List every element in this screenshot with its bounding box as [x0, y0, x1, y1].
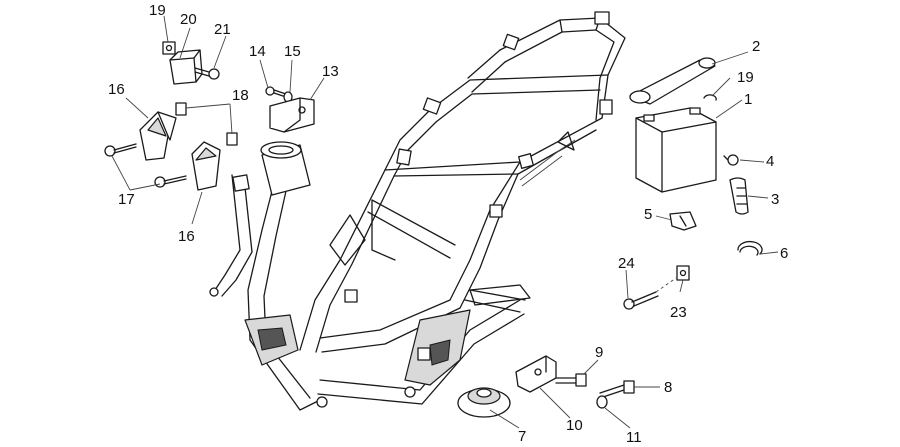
screw-24	[623, 277, 677, 310]
callout-18: 18	[232, 87, 249, 104]
holder-20	[169, 49, 203, 85]
bolt-14	[265, 86, 287, 98]
callout-2: 2	[752, 38, 760, 55]
vent-hose	[729, 177, 749, 215]
clamp-ring	[737, 240, 763, 256]
callout-21: 21	[214, 21, 231, 38]
callout-9: 9	[595, 344, 603, 361]
callout-17: 17	[118, 191, 135, 208]
callout-20: 20	[180, 11, 197, 28]
callout-14: 14	[249, 43, 266, 60]
screw-21	[194, 67, 220, 80]
callout-6: 6	[780, 245, 788, 262]
callout-10: 10	[566, 417, 583, 434]
small-clamp	[723, 154, 739, 166]
leader-lines	[111, 15, 779, 429]
box-16-upper	[139, 111, 177, 161]
hose-clip	[669, 211, 697, 231]
bolt-8	[599, 380, 635, 399]
callout-8: 8	[664, 379, 672, 396]
callout-24: 24	[618, 255, 635, 272]
battery	[635, 107, 717, 193]
battery-strap	[629, 57, 716, 105]
callout-5: 5	[644, 206, 652, 223]
callout-4: 4	[766, 153, 774, 170]
horn-bracket	[515, 355, 557, 393]
callout-15: 15	[284, 43, 301, 60]
callout-23: 23	[670, 304, 687, 321]
box-16-lower	[191, 141, 221, 191]
mount-bracket	[676, 265, 690, 281]
callout-1: 1	[744, 91, 752, 108]
callout-19-left: 19	[149, 2, 166, 19]
bracket-13	[269, 97, 315, 133]
scooter-frame	[209, 11, 626, 411]
clip-19	[162, 41, 176, 55]
callout-19-right: 19	[737, 69, 754, 86]
callout-11: 11	[626, 429, 642, 446]
washer-11	[596, 395, 608, 409]
bolt-9	[555, 373, 587, 387]
callout-16-lower: 16	[178, 228, 195, 245]
callout-7: 7	[518, 428, 526, 445]
clip-ring-right	[703, 94, 717, 101]
callout-3: 3	[771, 191, 779, 208]
horn	[457, 387, 511, 418]
callout-13: 13	[322, 63, 339, 80]
callout-labels: 1 2 3 4 5 6 7 8 9 10 11 13 14 15 16 16 1…	[108, 2, 788, 446]
callout-16-upper: 16	[108, 81, 125, 98]
clip-18	[175, 102, 238, 146]
